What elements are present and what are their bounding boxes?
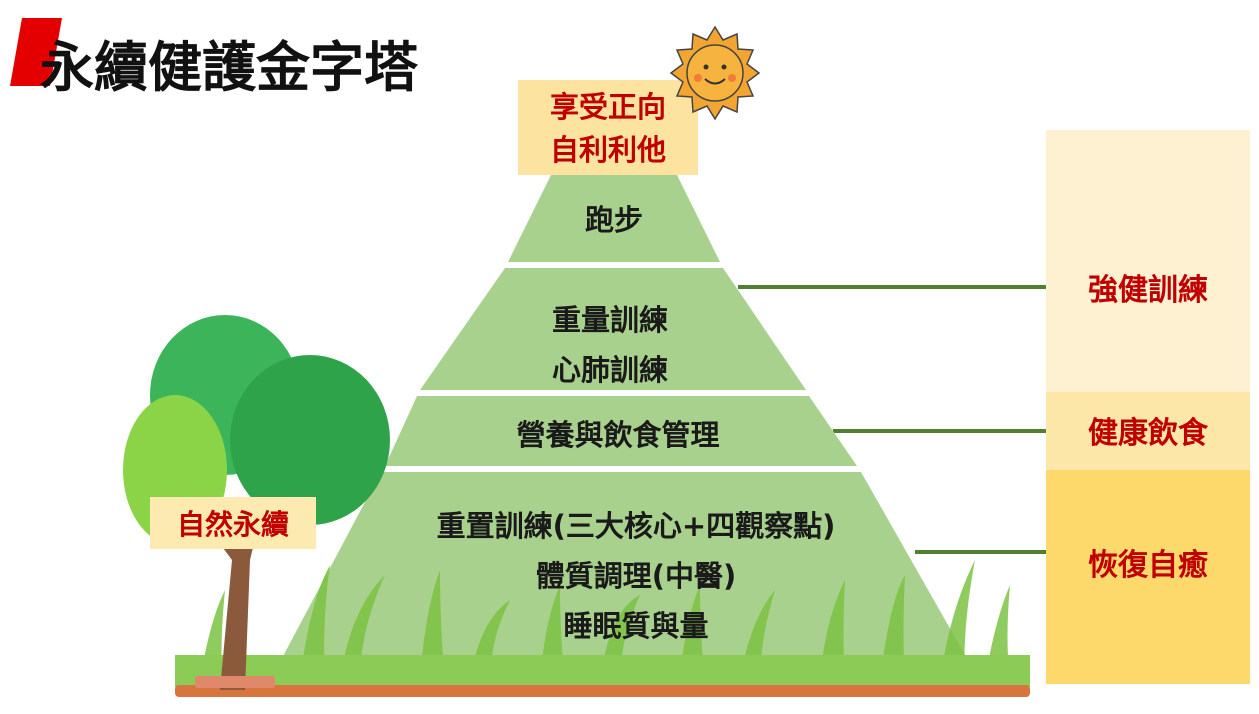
tree-label-box: [150, 497, 316, 549]
tier-1-text: 跑步: [585, 203, 643, 237]
title-accent-bar: [10, 18, 62, 86]
tier-4-text-1: 重置訓練(三大核心+四觀察點): [437, 509, 836, 543]
pyramid-tier-4: [265, 472, 985, 690]
side-label-recovery: 恢復自癒: [1088, 548, 1208, 583]
tree-label: 自然永續: [177, 508, 289, 541]
tier-4-text-3: 睡眠質與量: [563, 609, 708, 643]
tier-4-text-2: 體質調理(中醫): [536, 559, 737, 593]
top-box: [518, 80, 698, 175]
pyramid-tier-1: [508, 175, 720, 262]
tier-3-text: 營養與飲食管理: [516, 418, 719, 452]
side-panel-strength: [1046, 130, 1250, 392]
side-label-strength: 強健訓練: [1088, 273, 1208, 308]
grass-ground: [175, 655, 1030, 687]
top-box-line-2: 自利利他: [550, 133, 666, 167]
sun-icon: [669, 25, 761, 121]
tier-2-text-2: 心肺訓練: [552, 353, 668, 387]
pyramid-tier-3: [385, 396, 857, 466]
top-box-line-1: 享受正向: [550, 90, 666, 124]
side-panel-diet: [1046, 392, 1250, 470]
side-panel-recovery: [1046, 470, 1250, 684]
soil-strip: [175, 685, 1030, 697]
pyramid-tier-2: [420, 268, 806, 390]
tier-2-text-1: 重量訓練: [552, 303, 668, 337]
side-label-diet: 健康飲食: [1088, 416, 1209, 451]
page-title: 永續健護金字塔: [40, 36, 419, 99]
